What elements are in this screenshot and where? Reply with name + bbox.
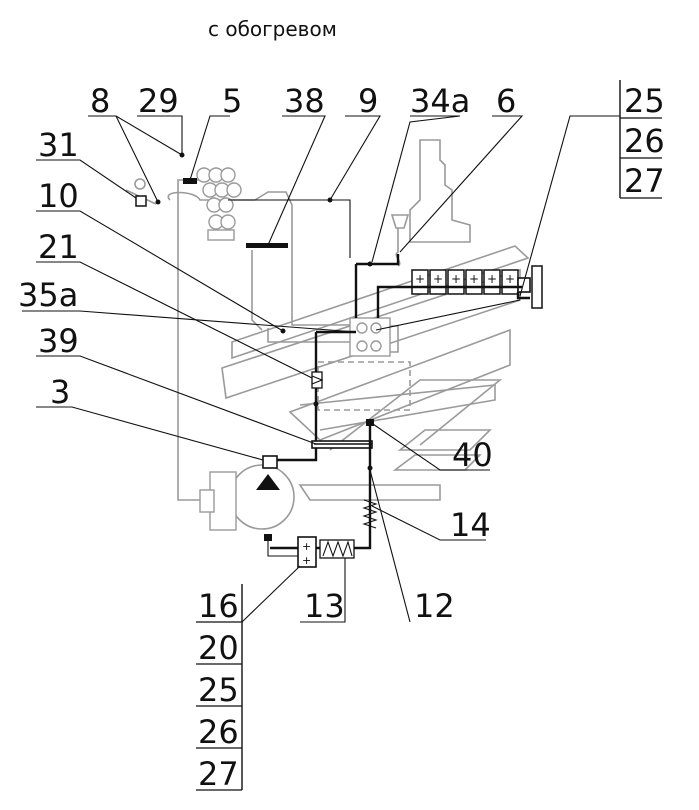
fuse-block: + + + + + + <box>410 265 543 309</box>
label-9: 9 <box>358 82 378 120</box>
body-stripe-5 <box>329 379 503 451</box>
dashed-block <box>317 361 411 411</box>
relay-cluster <box>196 167 242 241</box>
stack-right-item: 25 <box>624 82 665 120</box>
pipe-mid <box>267 328 360 343</box>
pipe-down <box>251 250 263 331</box>
stack-right-item: 26 <box>624 122 665 160</box>
heater-38 <box>246 243 288 248</box>
label-35a: 35а <box>18 276 78 314</box>
pin-31 <box>134 178 146 190</box>
label-10: 10 <box>38 177 79 215</box>
body-stripe-4 <box>299 384 496 431</box>
stack-left-item: 26 <box>198 713 239 751</box>
label-stack-left: 16 20 25 26 27 <box>196 584 243 793</box>
svg-text:+: + <box>415 272 425 286</box>
label-stack-right: 25 26 27 <box>619 80 665 200</box>
label-21: 21 <box>38 228 79 266</box>
label-6: 6 <box>496 82 516 120</box>
pump-triangle <box>256 474 280 490</box>
label-29: 29 <box>138 82 179 120</box>
body-stripe-3 <box>288 328 511 441</box>
label-31: 31 <box>38 126 79 164</box>
pump-3 <box>262 455 278 469</box>
valve-shape <box>409 139 471 243</box>
stack-left-item: 27 <box>198 755 239 793</box>
label-12: 12 <box>414 587 455 625</box>
label-14: 14 <box>450 506 491 544</box>
svg-text:+: + <box>302 554 311 567</box>
wire-34a-top <box>356 254 400 266</box>
body-stripe-6 <box>397 429 492 451</box>
label-40: 40 <box>452 436 493 474</box>
diagram-title: с обогревом <box>208 17 337 41</box>
label-39: 39 <box>38 322 79 360</box>
svg-text:+: + <box>487 272 497 286</box>
spring-14 <box>362 499 378 529</box>
pipe-upper <box>167 191 350 326</box>
leader-lines <box>22 115 620 623</box>
wire-main-down <box>272 332 318 462</box>
svg-text:+: + <box>469 272 479 286</box>
svg-text:+: + <box>302 540 311 553</box>
battery-16 <box>297 536 317 568</box>
label-34a: 34а <box>410 82 470 120</box>
svg-text:+: + <box>451 272 461 286</box>
stack-right-item: 27 <box>624 162 665 200</box>
valve-cup <box>390 214 410 229</box>
label-5: 5 <box>222 82 242 120</box>
connector-block <box>349 317 391 357</box>
label-3: 3 <box>50 373 70 411</box>
svg-text:+: + <box>433 272 443 286</box>
vehicle-outline <box>125 139 530 531</box>
wire-to-fuses <box>376 285 410 318</box>
wheel-hub <box>229 464 295 530</box>
part-labels: 8 29 5 38 9 34а 6 31 10 21 35а 39 3 40 1… <box>18 82 516 625</box>
svg-text:+: + <box>505 272 515 286</box>
wire-9 <box>228 199 351 258</box>
stack-left-item: 16 <box>198 587 239 625</box>
label-38: 38 <box>284 82 325 120</box>
stack-left-item: 20 <box>198 629 239 667</box>
label-8: 8 <box>90 82 110 120</box>
stack-left-item: 25 <box>198 671 239 709</box>
wheel-stub <box>199 489 215 513</box>
body-stripe-8 <box>298 484 441 501</box>
label-13: 13 <box>304 587 345 625</box>
left-rail <box>177 198 212 501</box>
wiring: + + + + + + + + <box>135 152 543 568</box>
